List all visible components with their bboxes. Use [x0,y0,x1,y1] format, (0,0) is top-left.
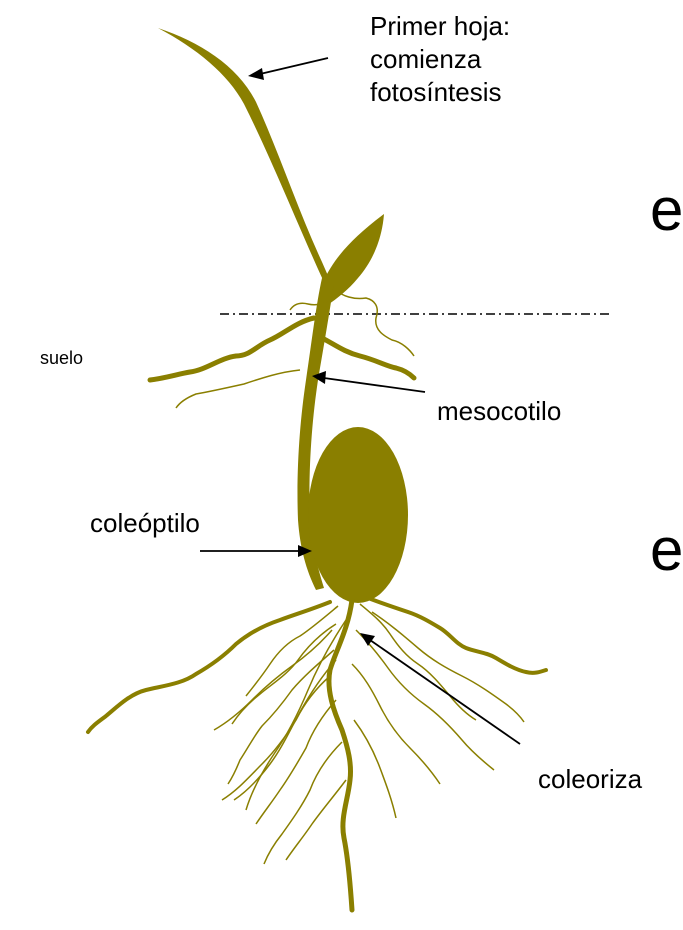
lateral-root-6 [264,742,342,864]
label-primer-hoja-line-1: Primer hoja: [370,10,510,43]
lateral-root-14 [234,660,336,800]
label-mesocotilo: mesocotilo [437,395,561,428]
label-primer-hoja: Primer hoja: comienza fotosíntesis [370,10,510,109]
lateral-root-12 [246,620,346,810]
leaf-arrow-head [248,68,264,80]
lateral-root-7 [286,780,346,860]
seminal-root-right [368,598,546,673]
lateral-root-8 [360,604,476,720]
crown-rootlet-1 [176,370,300,408]
lateral-root-10 [352,664,440,784]
coleoriza-arrow-line [370,640,520,744]
lateral-root-11 [354,720,396,818]
label-primer-hoja-line-3: fotosíntesis [370,76,510,109]
lateral-root-1 [246,606,338,696]
label-coleoptilo: coleóptilo [90,507,200,540]
label-suelo: suelo [40,347,83,369]
plant [88,28,546,910]
lateral-root-3 [228,650,334,784]
mesocotilo-arrow-line [324,378,425,392]
edge-glyph-top: e [650,180,683,240]
first-leaf [158,28,329,280]
crown-root-right [322,338,414,378]
primary-root [329,600,352,910]
leaf-arrow-line [260,58,328,74]
coleoriza-arrow-head [360,633,375,646]
seed [308,427,408,603]
edge-glyph-bottom: e [650,520,683,580]
label-coleoriza: coleoriza [538,763,642,796]
lateral-root-2 [232,624,336,724]
lateral-root-13 [372,612,524,722]
crown-rootlet-2 [336,290,414,356]
seminal-root-left [88,602,330,732]
label-primer-hoja-line-2: comienza [370,43,510,76]
